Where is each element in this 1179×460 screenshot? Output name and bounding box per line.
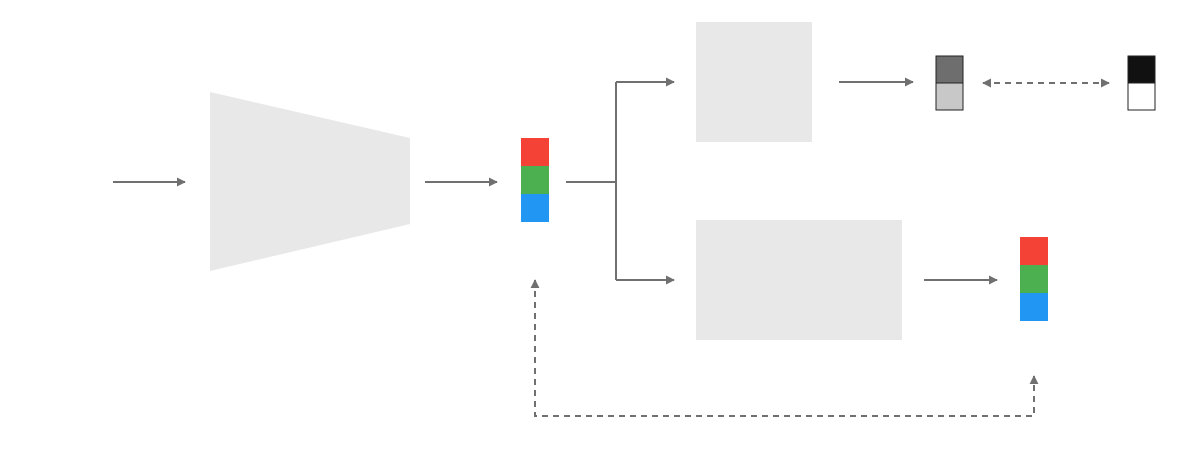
embedding-vector — [521, 138, 549, 222]
reconstructed-vector-cell-green — [1020, 265, 1048, 293]
reconstructed-vector-cell-blue — [1020, 293, 1048, 321]
bottom-processing-block — [696, 220, 902, 340]
encoder-block — [210, 92, 410, 271]
reconstruction-loss-dashed-loop — [530, 279, 1039, 417]
predicted-binary-vector — [935, 55, 964, 111]
branch-connector — [566, 82, 617, 280]
predicted-binary-cell-light — [935, 82, 964, 111]
top-processing-block — [696, 22, 812, 142]
embedding-vector-cell-green — [521, 166, 549, 194]
target-binary-cell-white — [1127, 82, 1156, 111]
embedding-vector-cell-red — [521, 138, 549, 166]
embedding-vector-cell-blue — [521, 194, 549, 222]
predicted-binary-cell-dark — [935, 55, 964, 84]
target-binary-vector — [1127, 55, 1156, 111]
target-binary-cell-black — [1127, 55, 1156, 84]
reconstructed-vector — [1020, 237, 1048, 321]
reconstructed-vector-cell-red — [1020, 237, 1048, 265]
